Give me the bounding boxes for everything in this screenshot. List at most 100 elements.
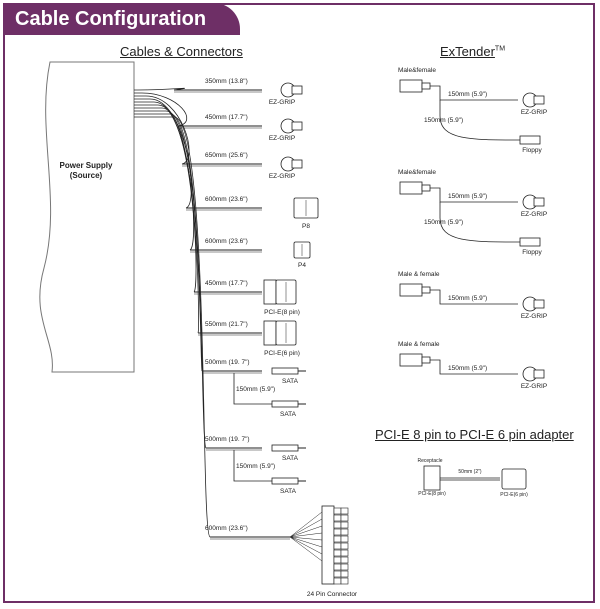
bundle-wire: [134, 95, 190, 165]
adapter-6pin-connector: [501, 468, 527, 490]
atx-fanout-wire: [289, 518, 323, 538]
atx-fanout-wire: [289, 536, 323, 548]
extender-length-a-label: 150mm (5.9"): [448, 193, 487, 200]
atx-pin: [333, 577, 342, 585]
extender-connector-b-label: Floppy: [522, 147, 542, 154]
atx-pin: [333, 556, 342, 564]
extender-wire-b: [439, 100, 521, 141]
connector-label: P8: [302, 223, 310, 230]
cable-10: 600mm (23.6")24 Pin Connector: [205, 505, 358, 598]
extender-wire-a: [430, 359, 518, 375]
extender-length-b-label: 150mm (5.9"): [424, 117, 463, 124]
cable-1: 350mm (13.8")EZ-GRIP: [174, 78, 303, 106]
extender-length-a-label: 150mm (5.9"): [448, 365, 487, 372]
pcie-latch: [263, 279, 277, 305]
sata-connector: [271, 444, 299, 452]
cable-length-label: 600mm (23.6"): [205, 196, 248, 203]
extender-wire-a: [430, 289, 518, 305]
connector-label: EZ-GRIP: [269, 135, 295, 142]
atx-pin: [333, 528, 342, 536]
cable-list: 350mm (13.8")EZ-GRIP 450mm (17.7") EZ-GRIP…: [174, 78, 358, 598]
atx-pin: [333, 549, 342, 557]
atx-pin: [340, 577, 349, 585]
pcie-latch: [263, 320, 277, 346]
sata-connector: [271, 477, 299, 485]
cable-length-label: 450mm (17.7"): [205, 114, 248, 121]
ez-grip-body: [291, 121, 303, 131]
ez-grip-body: [291, 85, 303, 95]
branch-connector-label: SATA: [280, 488, 297, 495]
adapter-length-label: 50mm (2"): [458, 469, 482, 475]
cable-length-label: 650mm (25.6"): [205, 152, 248, 159]
atx-fanout-wire: [289, 536, 323, 555]
atx-pin: [333, 507, 342, 515]
adapter-from-label: PCI-E(8 pin): [418, 491, 446, 497]
ez-grip-body: [533, 369, 545, 379]
cable-2: 450mm (17.7") EZ-GRIP: [178, 114, 303, 142]
atx-pin: [340, 535, 349, 543]
extender-source-connector: [399, 353, 423, 367]
atx-pin: [340, 563, 349, 571]
section-heading-cables: Cables & Connectors: [120, 44, 243, 59]
bundle-wire: [134, 98, 192, 209]
extender-source-tip: [421, 356, 431, 364]
bundle-wire: [134, 116, 211, 538]
atx-fanout-wire: [289, 536, 323, 541]
cable-length-label: 500mm (19. 7"): [205, 359, 250, 366]
branch-length-label: 150mm (5.9"): [236, 386, 275, 393]
connector-label: PCI-E(6 pin): [264, 350, 300, 357]
atx-pin: [340, 507, 349, 515]
section-heading-extender: ExTenderTM: [440, 44, 506, 59]
extender-connector-a-label: EZ-GRIP: [521, 383, 547, 390]
connector-label: P4: [298, 262, 306, 269]
extender-length-b-label: 150mm (5.9"): [424, 219, 463, 226]
extender-source-tip: [421, 286, 431, 294]
ez-grip-body: [533, 197, 545, 207]
connector-label: PCI-E(8 pin): [264, 309, 300, 316]
extender-length-a-label: 150mm (5.9"): [448, 91, 487, 98]
bundle-wire: [134, 107, 199, 334]
power-supply-label: Power Supply: [60, 161, 113, 170]
extender-source-label: Male & female: [398, 271, 440, 278]
connector-label: SATA: [282, 378, 299, 385]
ez-grip-body: [533, 299, 545, 309]
extender-source-tip: [421, 82, 431, 90]
cable-6: 450mm (17.7")PCI-E(8 pin): [194, 279, 300, 316]
extender-source-label: Male&female: [398, 67, 436, 74]
power-supply-sublabel: (Source): [70, 171, 103, 180]
extender-connector-a-label: EZ-GRIP: [521, 211, 547, 218]
pcie-adapter: Receptacle PCI-E(8 pin) 50mm (2") PCI-E(…: [417, 458, 528, 498]
cable-5: 600mm (23.6")P4: [190, 238, 311, 269]
connector-label: EZ-GRIP: [269, 173, 295, 180]
atx-pin: [333, 542, 342, 550]
cable-3: 650mm (25.6") EZ-GRIP: [182, 152, 303, 180]
floppy-connector: [519, 237, 541, 247]
atx-pin: [333, 563, 342, 571]
extender-source-label: Male&female: [398, 169, 436, 176]
extender-wire-a: [430, 187, 518, 203]
atx-pin: [340, 542, 349, 550]
bundle-wire: [134, 104, 197, 293]
cable-8: 500mm (19. 7") SATA 150mm (5.9") SATA: [202, 359, 306, 418]
extender-length-a-label: 150mm (5.9"): [448, 295, 487, 302]
atx-fanout-wire: [289, 536, 323, 562]
atx-fanout-wire: [289, 532, 323, 538]
atx-pin: [340, 514, 349, 522]
adapter-to-label: PCI-E(6 pin): [500, 492, 528, 498]
floppy-connector: [519, 135, 541, 145]
extender-source-tip: [421, 184, 431, 192]
extender-source-connector: [399, 181, 423, 195]
extender-wire-b: [439, 202, 521, 243]
extender-source-connector: [399, 283, 423, 297]
cable-4: 600mm (23.6") P8: [186, 196, 319, 230]
sata-connector: [271, 367, 299, 375]
adapter-receptacle-label: Receptacle: [417, 458, 442, 464]
extender-source-label: Male & female: [398, 341, 440, 348]
ez-grip-body: [533, 95, 545, 105]
ez-grip-body: [291, 159, 303, 169]
branch-connector-label: SATA: [280, 411, 297, 418]
